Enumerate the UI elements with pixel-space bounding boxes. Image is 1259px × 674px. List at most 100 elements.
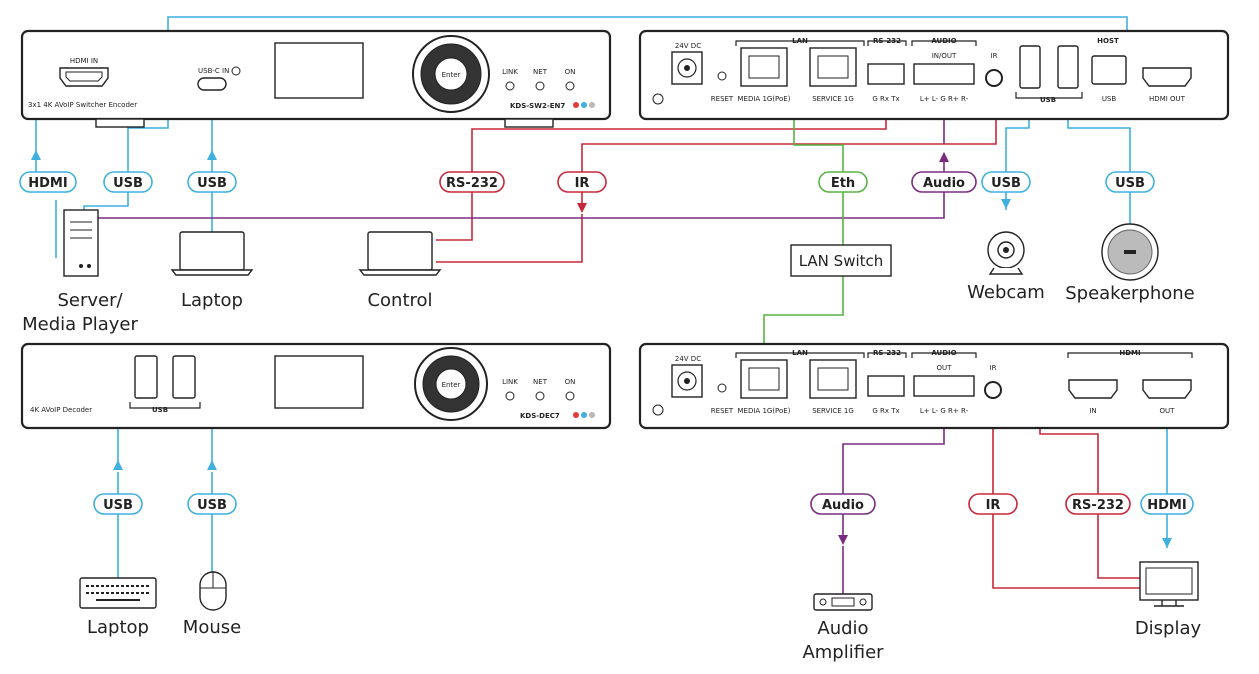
svg-text:USB: USB <box>113 176 143 191</box>
decoder-led-link: LINK <box>502 378 518 386</box>
encoder-led-link: LINK <box>502 68 518 76</box>
webcam-icon <box>987 231 1025 275</box>
led-on-indicator <box>565 81 575 91</box>
arrow-audio-enc <box>939 152 949 162</box>
encoder-enter-label: Enter <box>442 71 461 79</box>
arrow-usb-mouse <box>207 460 217 470</box>
enc-ir-port[interactable] <box>985 69 1003 87</box>
enc-rs232-label: RS-232 <box>873 37 901 45</box>
speakerphone-icon <box>1101 223 1159 281</box>
enc-dc-port[interactable] <box>671 51 703 85</box>
enc-hdmi-out-port[interactable] <box>1142 67 1192 87</box>
mouse-label: Mouse <box>183 617 241 638</box>
keyboard-icon <box>79 577 157 609</box>
svg-text:HDMI: HDMI <box>28 176 67 191</box>
enc-usb-b-label: USB <box>1102 95 1117 103</box>
display-icon <box>1139 561 1199 607</box>
dec-ir-port[interactable] <box>984 381 1002 399</box>
dec-ground-icon <box>652 404 664 416</box>
decoder-usb-label: USB <box>152 406 168 414</box>
decoder-display-screen <box>274 355 364 409</box>
dec-dc-label: 24V DC <box>675 355 701 363</box>
audio-amplifier-icon <box>813 593 873 611</box>
dec-reset-button[interactable] <box>717 383 727 393</box>
dec-rs232-label: RS-232 <box>873 349 901 357</box>
brand-dot-red <box>573 102 579 108</box>
svg-text:USB: USB <box>197 176 227 191</box>
dec-hdmi-out-port[interactable] <box>1142 379 1192 399</box>
amp-label-line2: Amplifier <box>802 642 884 663</box>
enc-audio-pins: L+ L- G R+ R- <box>920 95 969 103</box>
pill-hdmi-display: HDMI <box>1140 493 1194 515</box>
dec-reset-label: RESET <box>711 407 734 415</box>
decoder-navigation-dial[interactable]: Enter <box>414 347 488 421</box>
enc-hdmi-out-label: HDMI OUT <box>1149 95 1186 103</box>
usbc-in-label: USB-C IN <box>198 67 229 75</box>
enc-reset-label: RESET <box>711 95 734 103</box>
enc-rs232-port[interactable] <box>867 63 905 85</box>
svg-text:HDMI: HDMI <box>1147 498 1186 513</box>
dec-media-port[interactable] <box>740 359 788 399</box>
speakerphone-label: Speakerphone <box>1065 283 1195 304</box>
enc-usb-b-port[interactable] <box>1091 55 1127 85</box>
svg-text:Audio: Audio <box>923 176 965 191</box>
dec-lan-label: LAN <box>792 349 808 357</box>
encoder-led-on: ON <box>565 68 576 76</box>
svg-text:IR: IR <box>575 176 590 191</box>
svg-text:RS-232: RS-232 <box>446 176 498 191</box>
enc-usb-port-2[interactable] <box>1057 45 1079 89</box>
enc-ir-label: IR <box>991 52 998 60</box>
dec-led-net-indicator <box>535 391 545 401</box>
hdmi-in-port[interactable] <box>59 67 109 87</box>
enc-audio-port[interactable] <box>913 63 975 85</box>
lan-switch-label: LAN Switch <box>799 252 884 270</box>
encoder-description: 3x1 4K AVoIP Switcher Encoder <box>28 101 137 109</box>
dec-ir-label: IR <box>990 364 997 372</box>
power-icon <box>231 66 241 76</box>
decoder-led-on: ON <box>565 378 576 386</box>
enc-usb-port-1[interactable] <box>1019 45 1041 89</box>
dec-led-on-indicator <box>565 391 575 401</box>
pill-usb-laptop: USB <box>187 171 237 193</box>
pill-ir-display: IR <box>968 493 1018 515</box>
dec-service-label: SERVICE 1G <box>812 407 854 415</box>
pill-usb-mouse: USB <box>187 493 237 515</box>
lan-switch-box: LAN Switch <box>790 244 892 277</box>
dec-hdmi-in-port[interactable] <box>1068 379 1118 399</box>
dec-rs232-port[interactable] <box>867 375 905 397</box>
mouse-icon <box>199 571 227 611</box>
dec-brand-dot-red <box>573 412 579 418</box>
control-label: Control <box>367 290 432 311</box>
decoder-usb-port-1[interactable] <box>134 355 158 399</box>
dec-audio-pins: L+ L- G R+ R- <box>920 407 969 415</box>
enc-media-port[interactable] <box>740 47 788 87</box>
encoder-navigation-dial[interactable]: Enter <box>412 35 490 113</box>
pill-rs232-display: RS-232 <box>1065 493 1131 515</box>
svg-text:USB: USB <box>103 498 133 513</box>
dec-audio-port[interactable] <box>913 375 975 397</box>
enc-rs232-pins: G Rx Tx <box>872 95 899 103</box>
dec-audio-mode: OUT <box>937 364 953 372</box>
enc-service-port[interactable] <box>809 47 857 87</box>
dec-hdmi-in-label: IN <box>1089 407 1096 415</box>
decoder-usb-port-2[interactable] <box>172 355 196 399</box>
laptop-icon <box>170 231 254 276</box>
dec-brand-dot-blue <box>581 412 587 418</box>
pill-ir-control: IR <box>557 171 607 193</box>
dec-rs232-pins: G Rx Tx <box>872 407 899 415</box>
arrow-ir-control <box>577 203 587 213</box>
pill-usb-keyboard: USB <box>93 493 143 515</box>
usbc-in-port[interactable] <box>197 77 227 91</box>
decoder-description: 4K AVoIP Decoder <box>30 406 92 414</box>
pill-hdmi-server: HDMI <box>19 171 77 193</box>
enc-reset-button[interactable] <box>717 71 727 81</box>
amp-label-line1: Audio <box>817 618 868 639</box>
display-label: Display <box>1135 618 1202 639</box>
svg-text:Eth: Eth <box>831 176 855 191</box>
dec-service-port[interactable] <box>809 359 857 399</box>
svg-text:IR: IR <box>986 498 1001 513</box>
enc-audio-label: AUDIO <box>931 37 956 45</box>
webcam-label: Webcam <box>967 282 1045 303</box>
dec-hdmi-label: HDMI <box>1119 349 1140 357</box>
encoder-display-screen <box>274 42 364 99</box>
